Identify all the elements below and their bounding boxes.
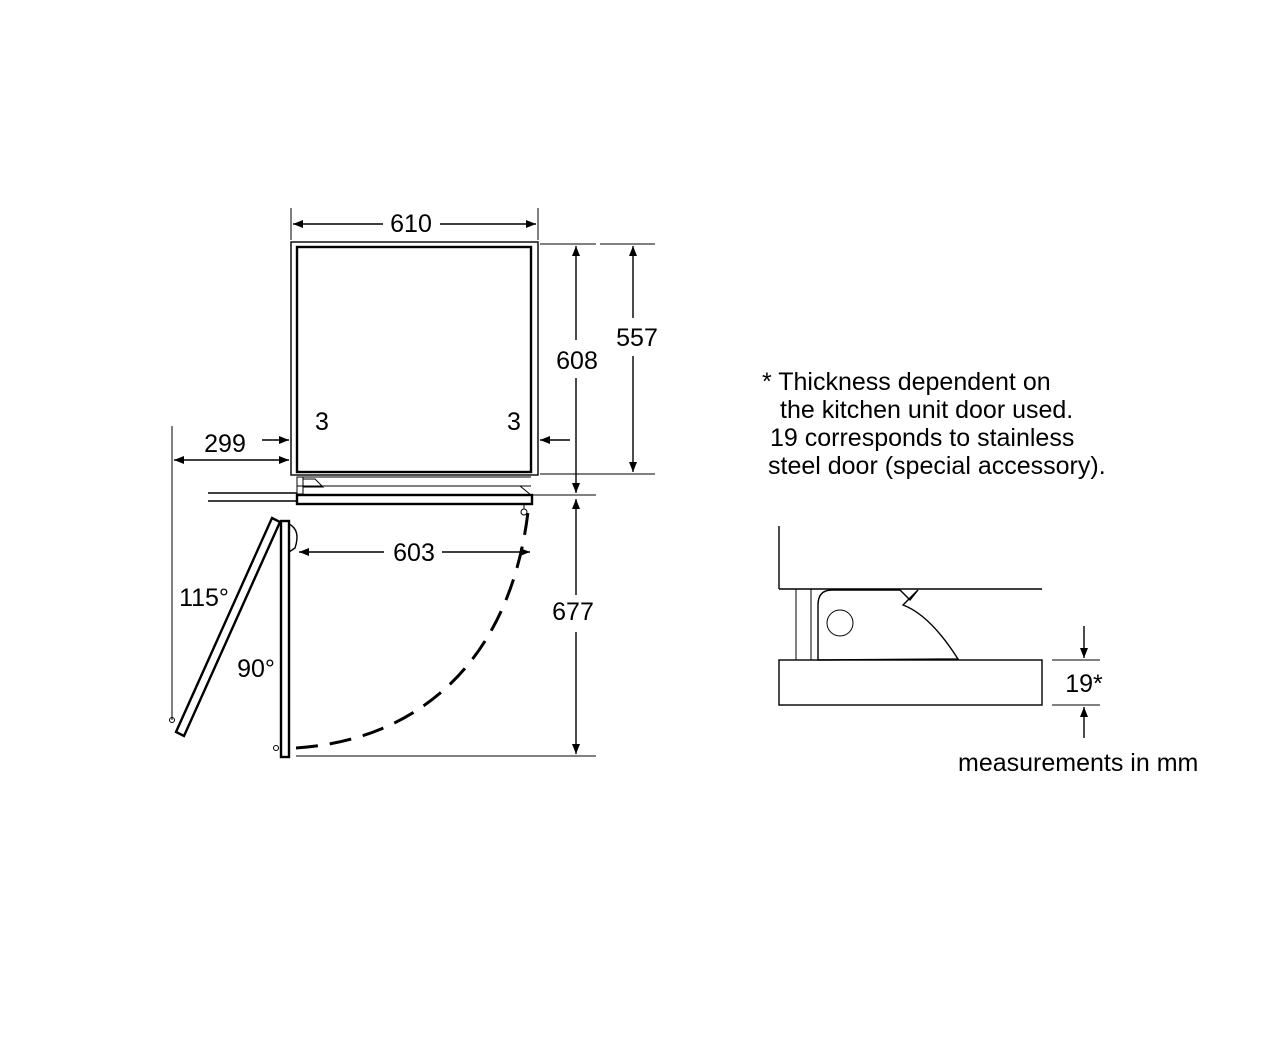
appliance-inner-outline xyxy=(295,245,533,474)
dimension-557-label: 557 xyxy=(616,324,658,352)
dimension-3-right-label: 3 xyxy=(507,408,521,436)
note-line-2: the kitchen unit door used. xyxy=(780,396,1073,424)
dimension-swing: 677 xyxy=(296,499,596,757)
dimension-608-label: 608 xyxy=(556,347,598,375)
appliance-top-view xyxy=(208,241,539,516)
hinge-detail-view: 19* xyxy=(778,526,1103,738)
dimension-299-label: 299 xyxy=(204,430,246,458)
dimension-3-left-label: 3 xyxy=(315,408,329,436)
dimension-610-label: 610 xyxy=(390,210,432,238)
appliance-outer-outline xyxy=(290,241,539,476)
hinge-sketch xyxy=(302,478,325,488)
dimension-heights: 608 557 xyxy=(533,243,658,496)
hinge-90 xyxy=(288,523,298,553)
dimension-offset: 299 xyxy=(171,426,289,720)
hinge-detail-pivot xyxy=(826,609,854,637)
note-line-1: * Thickness dependent on xyxy=(762,368,1051,396)
door-open-115 xyxy=(174,516,282,738)
units-label: measurements in mm xyxy=(958,749,1198,777)
door-slab-detail xyxy=(778,659,1043,706)
door-panel-closed xyxy=(295,493,534,506)
door-open-positions: 115° 90° xyxy=(169,511,530,759)
dimension-677-label: 677 xyxy=(552,598,594,626)
angle-115-label: 115° xyxy=(179,584,229,612)
dimension-603-label: 603 xyxy=(393,539,435,567)
dimension-depth: 603 xyxy=(299,539,530,567)
note-line-3: 19 corresponds to stainless xyxy=(770,424,1074,452)
dimension-gaps: 3 3 xyxy=(262,408,570,444)
dimension-19-label: 19* xyxy=(1065,670,1103,698)
dimension-width: 610 xyxy=(290,208,539,240)
door-swing-arc xyxy=(295,511,530,750)
door-open-90 xyxy=(279,519,291,759)
note-line-4: steel door (special accessory). xyxy=(768,452,1106,480)
thickness-note: * Thickness dependent on the kitchen uni… xyxy=(762,368,1106,480)
hinge-detail-body xyxy=(817,589,960,661)
angle-90-label: 90° xyxy=(237,655,275,683)
